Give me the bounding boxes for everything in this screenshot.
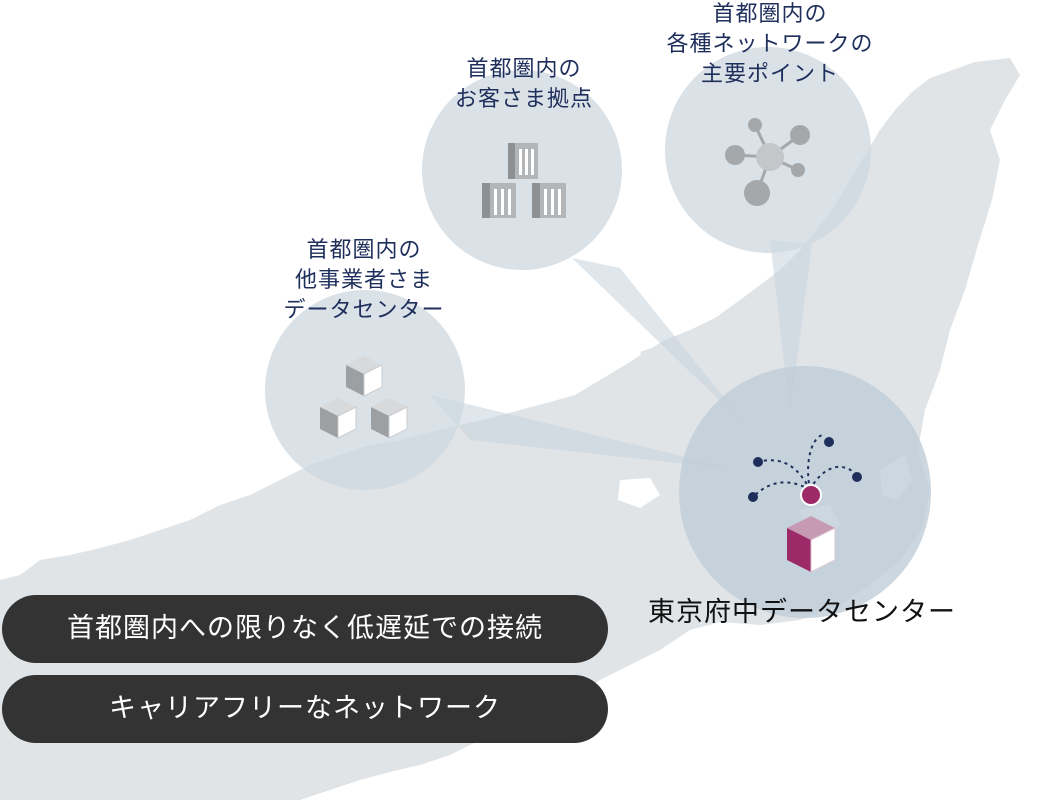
endpoint-node <box>852 472 862 482</box>
feature-low-latency: 首都圏内への限りなく低遅延での接続 <box>2 595 608 663</box>
label-line: 首都圏内の <box>712 2 828 27</box>
network-nodes-icon <box>725 118 810 206</box>
cubes-icon <box>320 356 408 439</box>
label-line: 主要ポイント <box>700 62 839 87</box>
building-icon <box>482 143 566 218</box>
data-center-hub-node <box>800 484 822 506</box>
label-line: お客さま拠点 <box>454 87 593 112</box>
data-center-label: 東京府中データセンター <box>648 597 956 628</box>
label-line: 各種ネットワークの <box>666 32 874 57</box>
label-line: 首都圏内の <box>466 57 582 82</box>
label-other-operators: 首都圏内の 他事業者さま データセンター <box>254 236 474 326</box>
endpoint-node <box>748 492 758 502</box>
label-line: データセンター <box>283 298 445 323</box>
endpoint-node <box>824 437 834 447</box>
data-center-cube-icon <box>787 516 836 573</box>
label-customer-sites: 首都圏内の お客さま拠点 <box>424 55 624 115</box>
label-line: 首都圏内の <box>306 238 422 263</box>
feature-carrier-free: キャリアフリーなネットワーク <box>2 675 608 743</box>
data-center-links <box>752 434 858 498</box>
endpoint-node <box>753 457 763 467</box>
data-center-endpoints <box>748 437 862 502</box>
label-network-points: 首都圏内の 各種ネットワークの 主要ポイント <box>630 0 910 90</box>
connection-wedges <box>430 240 812 470</box>
label-line: 他事業者さま <box>294 268 433 293</box>
